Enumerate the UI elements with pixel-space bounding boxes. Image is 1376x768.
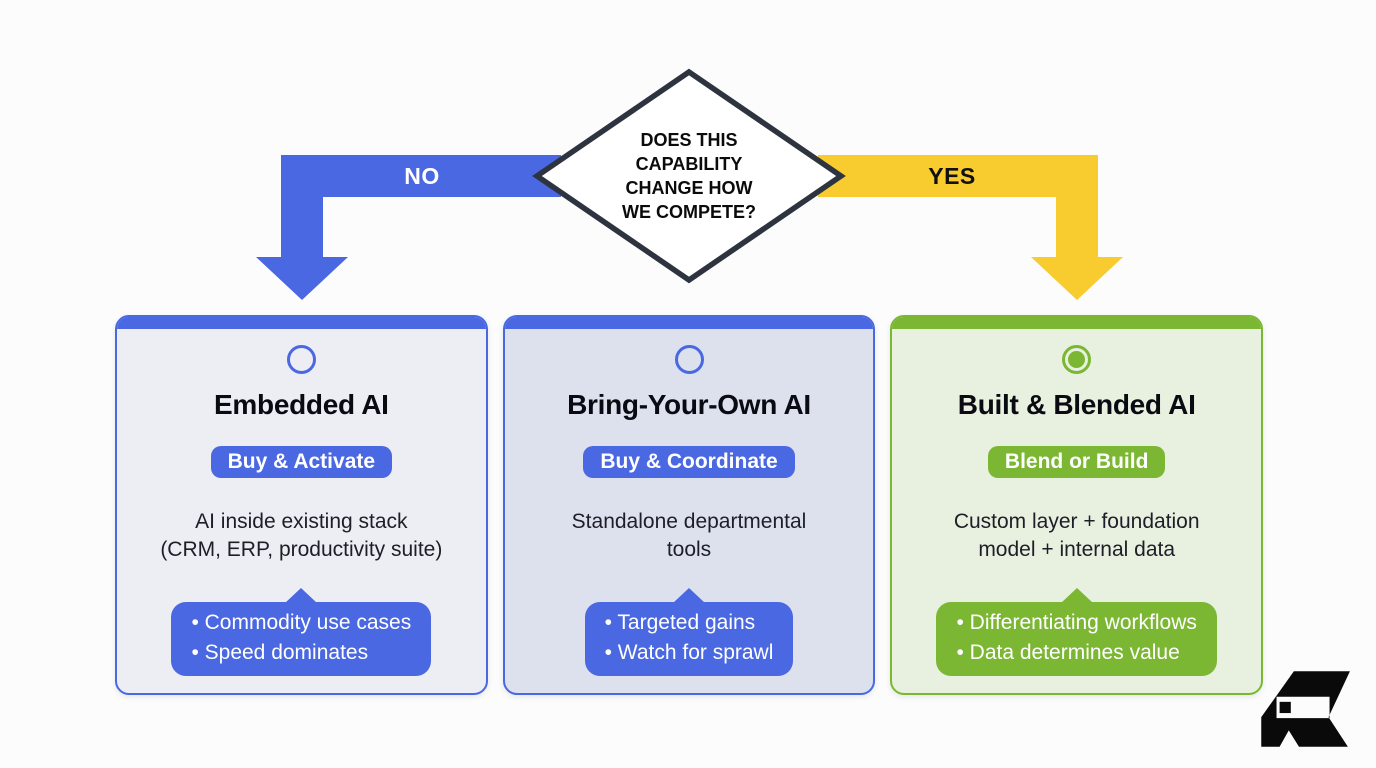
question-line: CHANGE HOW <box>625 178 753 198</box>
options-row: Embedded AI Buy & Activate AI inside exi… <box>115 315 1264 695</box>
bullet-item: • Data determines value <box>956 641 1180 664</box>
bullet-item: • Commodity use cases <box>191 611 412 634</box>
card-pill: Buy & Activate <box>210 446 393 478</box>
yes-arrow-vertical-bar <box>1056 155 1098 259</box>
no-arrow-horizontal-bar <box>281 155 561 197</box>
card-description: AI inside existing stack (CRM, ERP, produ… <box>125 508 478 564</box>
card-description: Custom layer + foundation model + interna… <box>900 508 1253 564</box>
bullet-item: • Differentiating workflows <box>956 611 1197 634</box>
no-arrowhead-icon <box>256 257 348 300</box>
card-accent-bar <box>504 317 874 329</box>
card-description: Standalone departmental tools <box>513 508 866 564</box>
no-arrow-vertical-bar <box>281 155 323 259</box>
card-callout: • Targeted gains • Watch for sprawl <box>584 588 794 676</box>
card-callout: • Commodity use cases • Speed dominates <box>171 588 432 676</box>
question-line: CAPABILITY <box>635 154 743 174</box>
card-title: Embedded AI <box>214 389 389 420</box>
card-accent-bar <box>892 317 1262 329</box>
callout-pointer-icon <box>673 588 705 603</box>
card-built-and-blended-ai: Built & Blended AI Blend or Build Custom… <box>890 315 1264 695</box>
description-line: tools <box>666 538 712 561</box>
radio-selected-icon <box>1062 345 1092 374</box>
card-pill: Buy & Coordinate <box>583 446 795 478</box>
yes-label: YES <box>928 162 976 189</box>
description-line: (CRM, ERP, productivity suite) <box>160 538 443 561</box>
bullet-item: • Targeted gains <box>604 611 756 634</box>
card-callout: • Differentiating workflows • Data deter… <box>936 588 1217 676</box>
description-line: Standalone departmental <box>571 510 807 533</box>
description-line: AI inside existing stack <box>195 510 408 533</box>
question-line: WE COMPETE? <box>622 202 756 222</box>
description-line: Custom layer + foundation <box>953 510 1200 533</box>
radio-unselected-icon <box>674 345 704 374</box>
question-line: DOES THIS <box>640 130 738 150</box>
decision-question: DOES THIS CAPABILITY CHANGE HOW WE COMPE… <box>531 66 847 286</box>
callout-pointer-icon <box>1060 588 1093 603</box>
card-title: Bring-Your-Own AI <box>567 389 811 420</box>
callout-pointer-icon <box>285 588 318 603</box>
bullet-item: • Speed dominates <box>191 641 369 664</box>
diamond-shape-icon <box>532 68 846 284</box>
radio-unselected-icon <box>286 345 316 374</box>
card-title: Built & Blended AI <box>957 389 1196 420</box>
no-label: NO <box>404 162 440 189</box>
description-line: model + internal data <box>978 538 1176 561</box>
bullet-item: • Watch for sprawl <box>604 641 774 664</box>
card-accent-bar <box>117 317 486 329</box>
card-pill: Blend or Build <box>987 446 1166 478</box>
yes-arrow-horizontal-bar <box>818 155 1098 197</box>
decision-diamond: DOES THIS CAPABILITY CHANGE HOW WE COMPE… <box>531 66 847 286</box>
brand-logo-r-icon <box>1248 670 1354 749</box>
yes-arrowhead-icon <box>1031 257 1123 300</box>
card-bring-your-own-ai: Bring-Your-Own AI Buy & Coordinate Stand… <box>502 315 876 695</box>
card-embedded-ai: Embedded AI Buy & Activate AI inside exi… <box>115 315 488 695</box>
